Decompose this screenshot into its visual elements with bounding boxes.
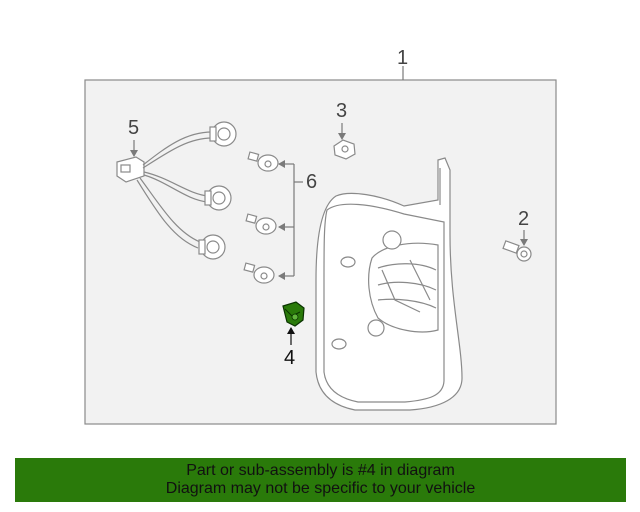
bulb-part-6-a <box>247 151 279 172</box>
screw-part-2 <box>502 240 532 262</box>
callout-5: 5 <box>128 117 139 157</box>
bulb-part-6-c <box>243 262 275 284</box>
callout-4-label: 4 <box>284 347 295 369</box>
callout-2: 2 <box>518 208 529 246</box>
banner-line-1: Part or sub-assembly is #4 in diagram <box>186 462 455 479</box>
nut-part-3 <box>333 139 356 160</box>
callout-5-label: 5 <box>128 117 139 139</box>
callout-3-label: 3 <box>336 100 347 122</box>
callout-6: 6 <box>278 160 317 280</box>
callout-1: 1 <box>397 47 408 80</box>
tail-lamp-assembly <box>315 157 463 411</box>
wiring-harness-part-5 <box>116 121 237 260</box>
bulb-part-6-b <box>245 213 277 235</box>
callout-3: 3 <box>336 100 347 140</box>
callout-1-label: 1 <box>397 47 408 69</box>
part-info-banner: Part or sub-assembly is #4 in diagram Di… <box>15 458 626 502</box>
banner-line-2: Diagram may not be specific to your vehi… <box>165 480 476 497</box>
grommet-part-4-highlighted <box>282 301 305 327</box>
callout-2-label: 2 <box>518 208 529 230</box>
callout-4: 4 <box>284 327 295 369</box>
callout-6-label: 6 <box>306 171 317 193</box>
